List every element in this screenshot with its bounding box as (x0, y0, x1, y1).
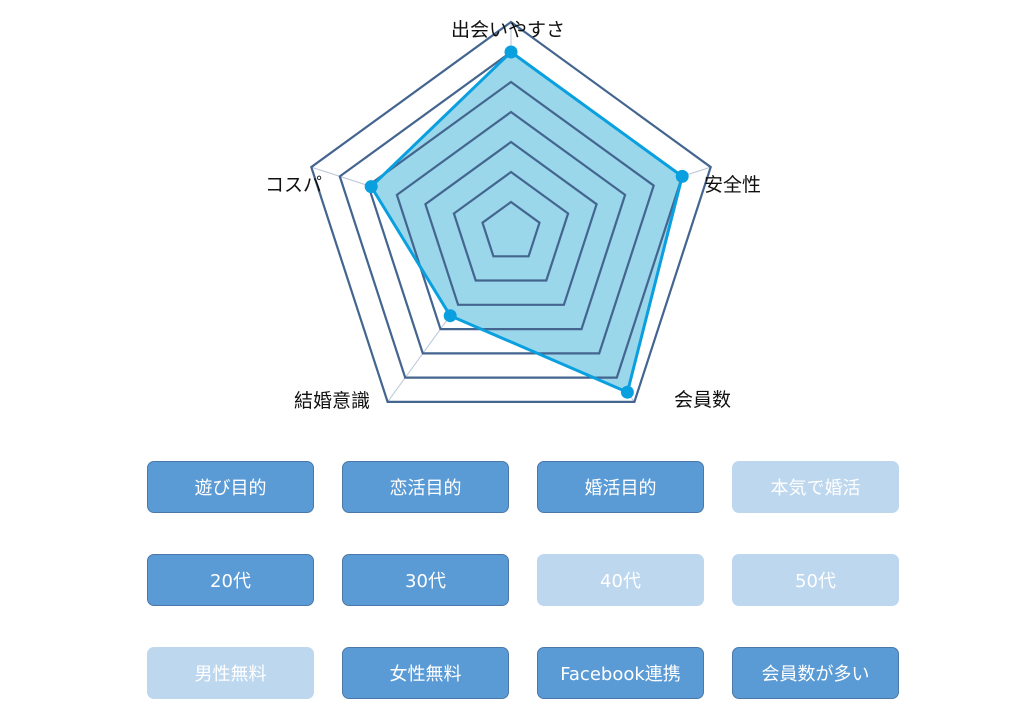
tag-20s[interactable]: 20代 (147, 554, 314, 606)
radar-ring-outer (310, 20, 712, 403)
tag-30s[interactable]: 30代 (342, 554, 509, 606)
radar-series-line (369, 50, 684, 394)
tag-female-free[interactable]: 女性無料 (342, 647, 509, 699)
tag-40s[interactable]: 40代 (537, 554, 704, 606)
radar-series-area (371, 52, 683, 393)
radar-point-3 (443, 309, 457, 323)
radar-ring-4 (395, 110, 627, 331)
radar-chart: 出会いやすさ 安全性 会員数 結婚意識 コスパ (265, 19, 761, 412)
feature-tag-grid: 遊び目的 恋活目的 婚活目的 本気で婚活 20代 30代 40代 50代 男性無… (147, 461, 901, 699)
tag-facebook-link[interactable]: Facebook連携 (537, 647, 704, 699)
axis-label-cospa: コスパ (265, 174, 322, 196)
axis-label-kekkon-ishiki: 結婚意識 (294, 390, 370, 412)
tag-50s[interactable]: 50代 (732, 554, 899, 606)
radar-point-2 (620, 385, 634, 399)
radar-ring-1 (481, 200, 541, 258)
radar-point-4 (364, 180, 378, 194)
tag-asobi-mokuteki[interactable]: 遊び目的 (147, 461, 314, 513)
axis-label-anzensei: 安全性 (704, 174, 761, 196)
radar-ring-3 (424, 140, 598, 306)
axis-label-deaiyasusa: 出会いやすさ (451, 19, 565, 41)
tag-male-free[interactable]: 男性無料 (147, 647, 314, 699)
tag-koikatsu-mokuteki[interactable]: 恋活目的 (342, 461, 509, 513)
axis-label-kaiinsu: 会員数 (674, 389, 731, 411)
radar-ring-2 (452, 170, 570, 282)
radar-point-0 (504, 45, 518, 59)
radar-point-1 (675, 169, 689, 183)
radar-axis-labels: 出会いやすさ 安全性 会員数 結婚意識 コスパ (265, 19, 761, 412)
radar-series (338, 45, 689, 399)
tag-many-members[interactable]: 会員数が多い (732, 647, 899, 699)
tag-konkatsu-mokuteki[interactable]: 婚活目的 (537, 461, 704, 513)
tag-honki-konkatsu[interactable]: 本気で婚活 (732, 461, 899, 513)
